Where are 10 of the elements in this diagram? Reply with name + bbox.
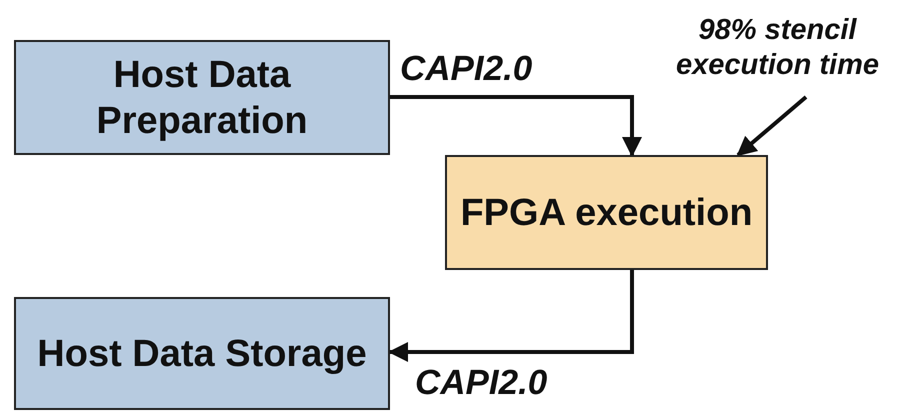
- box-label: Host Data Storage: [37, 332, 367, 376]
- box-label: Host Data Preparation: [95, 52, 309, 144]
- process-box: [445, 155, 768, 270]
- box-label: FPGA execution: [460, 190, 753, 236]
- annotation-text: 98% stencil execution time: [674, 13, 880, 83]
- process-box: [14, 297, 390, 410]
- leader-line: [736, 95, 808, 157]
- process-box: [14, 40, 390, 155]
- arrow: [390, 95, 642, 157]
- arrow: [388, 270, 634, 362]
